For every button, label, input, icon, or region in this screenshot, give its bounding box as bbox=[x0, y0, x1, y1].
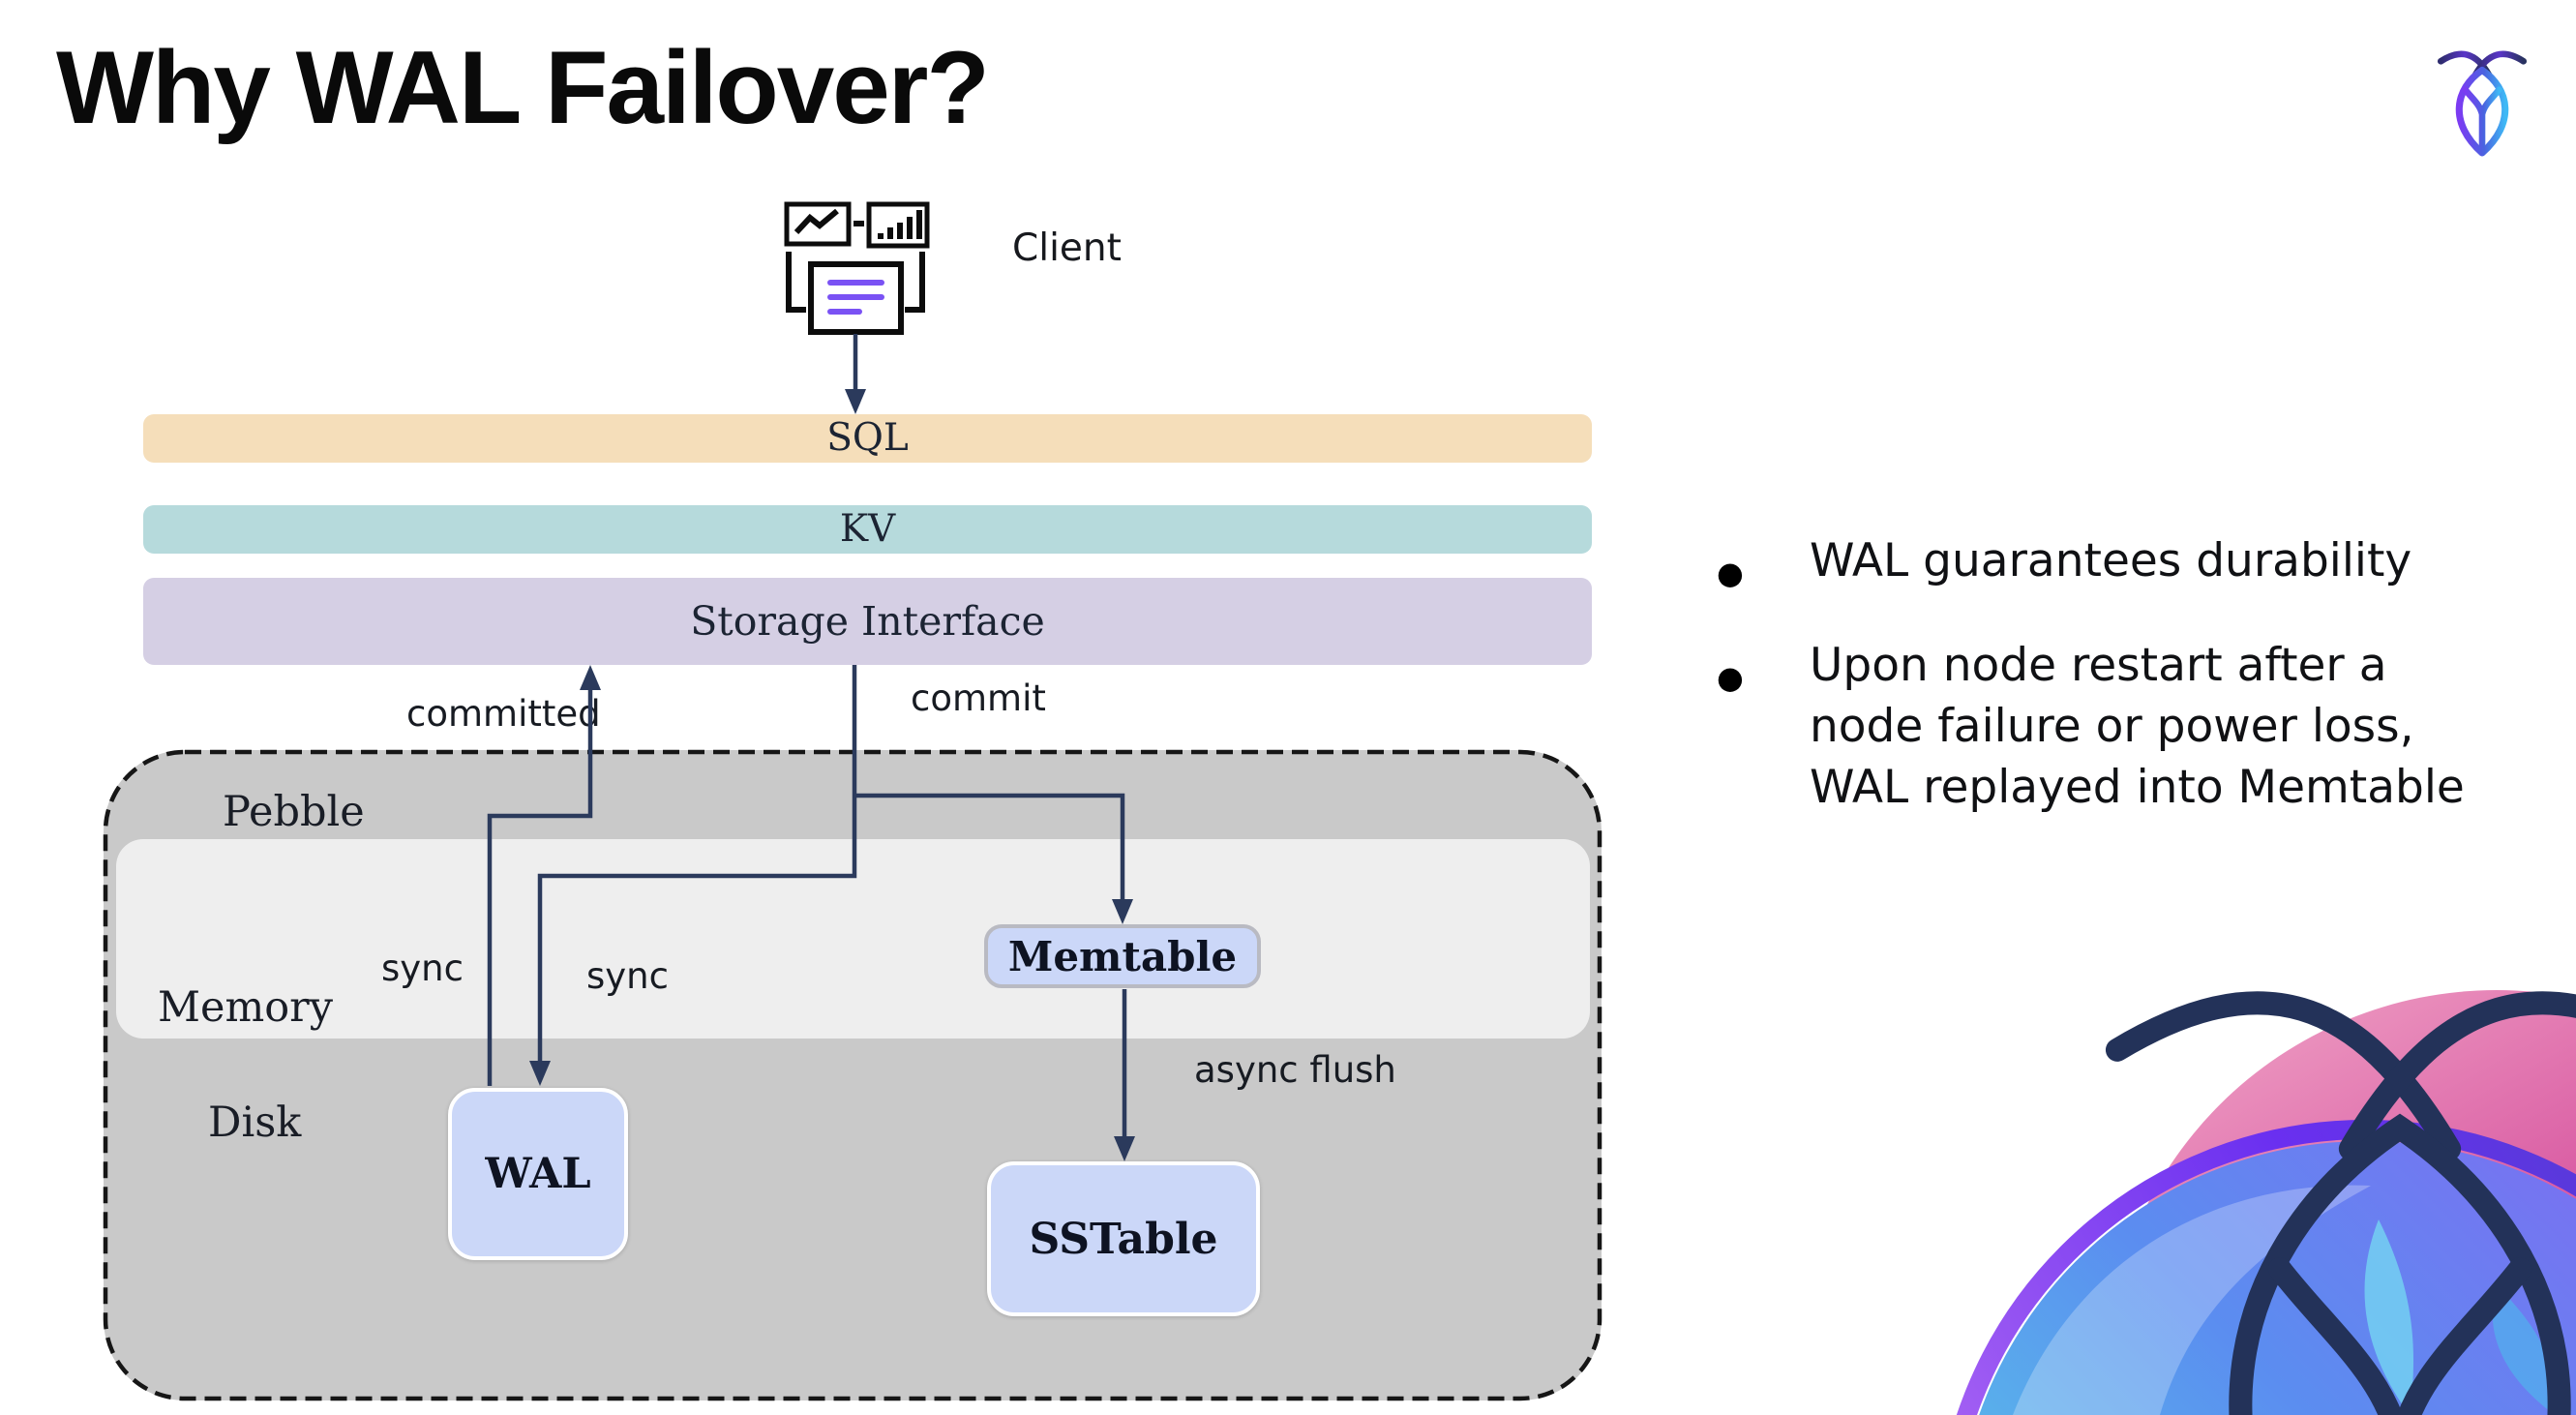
layer-storage-interface: Storage Interface bbox=[143, 578, 1592, 665]
bar-2 bbox=[897, 223, 903, 239]
decor-leaf-right bbox=[2492, 1285, 2556, 1415]
client-dash bbox=[854, 221, 864, 226]
client-bracket-right bbox=[905, 252, 925, 313]
logo-y-mark bbox=[2462, 86, 2502, 149]
memtable-node-label: Memtable bbox=[1007, 932, 1238, 980]
layer-sql: SQL bbox=[143, 414, 1592, 463]
client-linechart-frame bbox=[784, 201, 852, 247]
list-item: ● WAL guarantees durability bbox=[1711, 530, 2514, 591]
wal-node-label: WAL bbox=[485, 1150, 591, 1198]
list-item: ● Upon node restart after a node failure… bbox=[1711, 635, 2514, 818]
bullet-text: Upon node restart after a node failure o… bbox=[1810, 639, 2465, 814]
bullet-icon: ● bbox=[1717, 555, 1744, 591]
decor-leaf-left bbox=[2364, 1219, 2414, 1415]
bullet-list: ● WAL guarantees durability ● Upon node … bbox=[1711, 530, 2514, 818]
client-document-frame bbox=[808, 261, 904, 335]
arrowhead-into-storage bbox=[580, 665, 601, 690]
memory-region bbox=[116, 839, 1590, 1039]
decorative-corner-graphic bbox=[1955, 947, 2576, 1415]
client-label: Client bbox=[1012, 226, 1122, 270]
bar-0 bbox=[878, 233, 884, 239]
pebble-label: Pebble bbox=[223, 788, 365, 836]
client-doc-line-3 bbox=[827, 309, 862, 315]
page-title: Why WAL Failover? bbox=[56, 29, 990, 145]
wal-node: WAL bbox=[448, 1088, 628, 1260]
sstable-node-label: SSTable bbox=[1029, 1214, 1218, 1264]
bar-4 bbox=[916, 210, 922, 239]
cockroachdb-logo-icon bbox=[2433, 45, 2531, 161]
disk-label: Disk bbox=[208, 1099, 302, 1147]
committed-edge-label: committed bbox=[406, 693, 601, 735]
memory-label: Memory bbox=[158, 983, 333, 1032]
bullet-text: WAL guarantees durability bbox=[1810, 534, 2412, 587]
arrowhead-into-sql bbox=[845, 389, 866, 414]
sstable-node: SSTable bbox=[987, 1161, 1260, 1316]
async-flush-edge-label: async flush bbox=[1194, 1049, 1396, 1091]
bar-3 bbox=[907, 217, 913, 239]
client-dashboards-icon bbox=[780, 196, 931, 346]
client-linechart-icon bbox=[794, 208, 839, 235]
client-bracket-left bbox=[786, 252, 806, 313]
sync-right-edge-label: sync bbox=[586, 955, 669, 997]
bullet-icon: ● bbox=[1717, 659, 1744, 696]
commit-edge-label: commit bbox=[911, 677, 1046, 719]
memtable-node: Memtable bbox=[984, 924, 1261, 988]
client-doc-line-2 bbox=[827, 294, 884, 300]
sync-left-edge-label: sync bbox=[381, 948, 464, 989]
decor-giant-glyph bbox=[2105, 991, 2576, 1415]
client-doc-line-1 bbox=[827, 280, 884, 286]
layer-kv: KV bbox=[143, 505, 1592, 554]
bar-1 bbox=[887, 227, 893, 239]
